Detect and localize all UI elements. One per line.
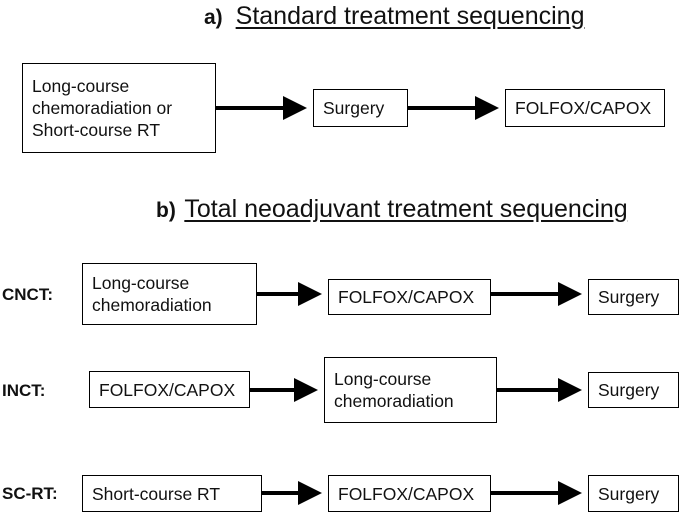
inct-label: INCT: (2, 381, 46, 400)
section-b-letter: b) (156, 199, 176, 222)
inct-step2-box: Long-course chemoradiation (324, 357, 497, 423)
section-a-heading: a) Standard treatment sequencing (204, 4, 584, 29)
scrt-label: SC-RT: (2, 484, 58, 503)
scrt-step1-box: Short-course RT (82, 475, 262, 512)
cnct-step3-box: Surgery (588, 279, 679, 315)
section-a-title: Standard treatment sequencing (235, 2, 585, 30)
cnct-step1-box: Long-course chemoradiation (82, 263, 257, 325)
scrt-step3-box: Surgery (588, 475, 679, 512)
inct-step3-box: Surgery (588, 372, 679, 408)
standard-step3-box: FOLFOX/CAPOX (505, 89, 665, 127)
section-b-heading: b) Total neoadjuvant treatment sequencin… (156, 197, 628, 222)
section-b-title: Total neoadjuvant treatment sequencing (184, 195, 628, 223)
cnct-label: CNCT: (2, 285, 53, 304)
section-a-letter: a) (204, 6, 223, 29)
scrt-step2-box: FOLFOX/CAPOX (328, 475, 491, 512)
standard-step1-box: Long-course chemoradiation or Short-cour… (22, 63, 216, 153)
inct-step1-box: FOLFOX/CAPOX (89, 371, 250, 408)
standard-step2-box: Surgery (313, 89, 408, 127)
cnct-step2-box: FOLFOX/CAPOX (328, 279, 491, 315)
